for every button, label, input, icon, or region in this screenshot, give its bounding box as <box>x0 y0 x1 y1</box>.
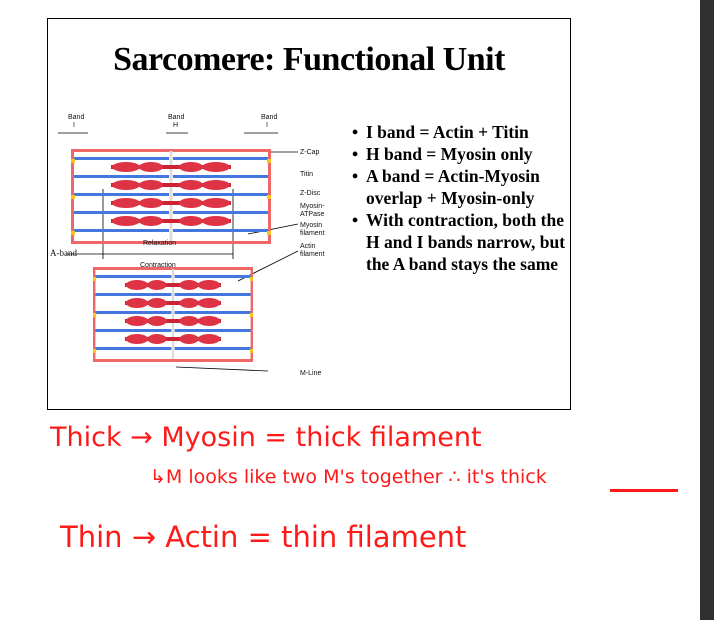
bullet-item: I band = Actin + Titin <box>352 121 572 143</box>
m-line-label: M-Line <box>300 370 322 377</box>
band-letter-right: I <box>266 122 268 129</box>
titin-label: Titin <box>300 171 313 178</box>
relaxation-label: Relaxation <box>143 240 176 247</box>
slide: Sarcomere: Functional Unit <box>47 18 571 410</box>
note-line-1: Thick → Myosin = thick filament <box>50 422 482 453</box>
band-letter-center: H <box>173 122 178 129</box>
myosin-filament-label-1: Myosin <box>300 222 322 229</box>
band-label-right: Band <box>261 114 277 121</box>
sarcomere-diagram: Band I Band H Band I A-band Relaxation C… <box>50 114 325 377</box>
underline-mark <box>610 489 678 492</box>
bullet-item: H band = Myosin only <box>352 143 572 165</box>
a-band-label: A-band <box>50 248 77 258</box>
note-line-3: Thin → Actin = thin filament <box>60 520 467 554</box>
myosin-atpase-label-2: ATPase <box>300 211 324 218</box>
sarcomere-contracted <box>93 267 253 362</box>
bullet-item: With contraction, both the H and I bands… <box>352 209 572 275</box>
contraction-label: Contraction <box>140 262 176 269</box>
scrollbar[interactable] <box>700 0 714 620</box>
actin-filament-label-1: Actin <box>300 243 316 250</box>
bullet-item: A band = Actin-Myosin overlap + Myosin-o… <box>352 165 572 209</box>
band-label-center: Band <box>168 114 184 121</box>
band-letter-left: I <box>73 122 75 129</box>
actin-filament-label-2: filament <box>300 251 325 258</box>
z-disc-label: Z-Disc <box>300 190 321 197</box>
z-cap-label: Z-Cap <box>300 149 320 156</box>
slide-title: Sarcomere: Functional Unit <box>113 41 505 78</box>
bullet-list: I band = Actin + Titin H band = Myosin o… <box>352 121 572 275</box>
myosin-atpase-label-1: Myosin- <box>300 203 325 210</box>
note-line-2: ↳M looks like two M's together ∴ it's th… <box>150 466 547 488</box>
band-label-left: Band <box>68 114 84 121</box>
sarcomere-relaxed <box>71 149 271 244</box>
myosin-filament-label-2: filament <box>300 230 325 237</box>
